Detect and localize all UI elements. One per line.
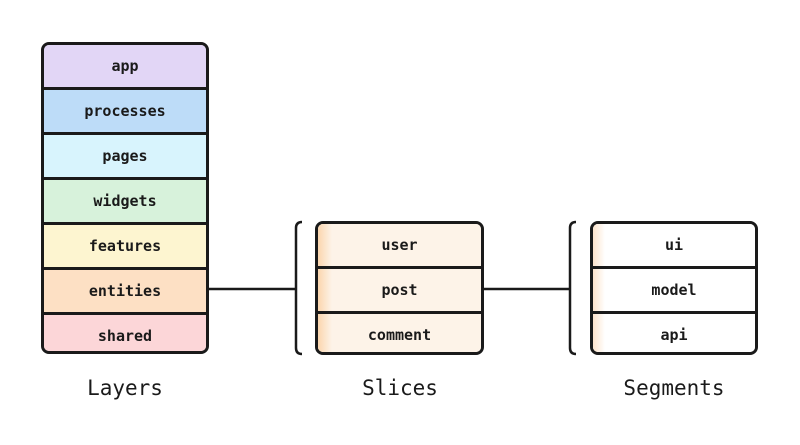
layer-processes: processes <box>44 87 206 132</box>
slice-user: user <box>318 224 481 266</box>
layer-label: features <box>88 237 162 255</box>
slices-bracket <box>294 220 303 356</box>
segment-api: api <box>593 311 755 352</box>
segment-ui: ui <box>593 224 755 266</box>
layers-stack: app processes pages widgets features ent… <box>41 42 209 354</box>
segment-label: model <box>651 281 697 299</box>
slice-label: user <box>381 236 418 254</box>
layer-label: app <box>111 57 139 75</box>
layer-widgets: widgets <box>44 177 206 222</box>
slice-post: post <box>318 266 481 311</box>
slice-label: comment <box>367 326 432 344</box>
slice-label: post <box>381 281 418 299</box>
layer-features: features <box>44 222 206 267</box>
layer-label: entities <box>88 282 162 300</box>
layer-label: pages <box>102 147 148 165</box>
layer-label: shared <box>97 327 153 345</box>
segment-label: api <box>660 326 688 344</box>
segment-model: model <box>593 266 755 311</box>
segment-label: ui <box>664 236 684 254</box>
segments-bracket <box>568 220 577 356</box>
segments-caption: Segments <box>623 376 725 400</box>
layer-pages: pages <box>44 132 206 177</box>
layer-label: widgets <box>93 192 157 210</box>
slices-stack: user post comment <box>315 221 484 355</box>
layer-label: processes <box>84 102 166 120</box>
layers-caption: Layers <box>87 376 163 400</box>
layer-shared: shared <box>44 312 206 351</box>
layer-entities: entities <box>44 267 206 312</box>
segments-stack: ui model api <box>590 221 758 355</box>
slices-caption: Slices <box>362 376 438 400</box>
layer-app: app <box>44 45 206 87</box>
slice-comment: comment <box>318 311 481 352</box>
